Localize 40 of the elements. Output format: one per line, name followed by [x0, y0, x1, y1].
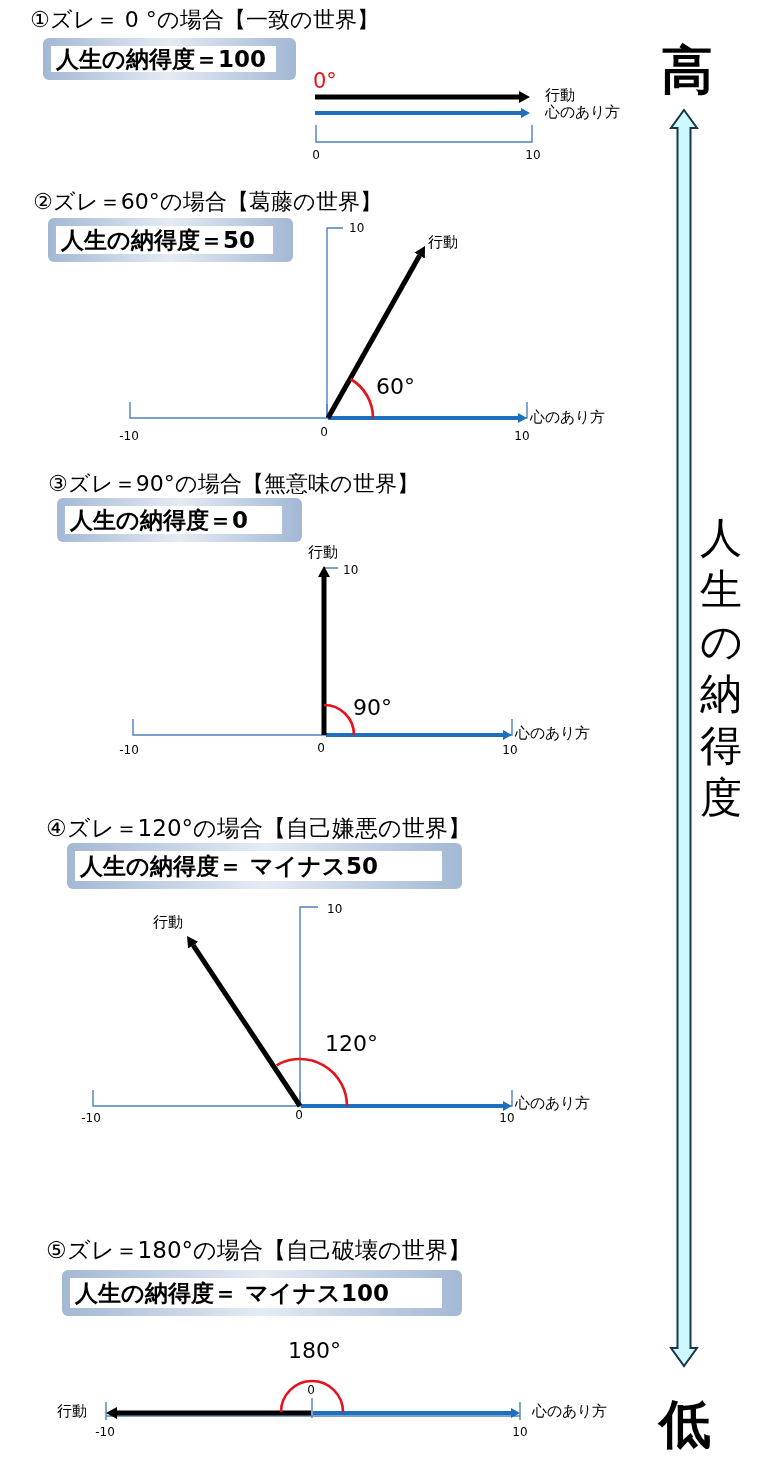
axis-tick-label: -10 [119, 744, 139, 756]
angle-label: 90° [353, 697, 392, 719]
scale-end-label: 高 [661, 44, 713, 96]
vector-label: 行動 [153, 915, 183, 930]
vector-label: 行動 [545, 88, 575, 103]
vector-label: 行動 [57, 1404, 87, 1419]
vector-label: 行動 [428, 235, 458, 250]
vector-label: 心のあり方 [515, 726, 590, 741]
angle-label: 120° [325, 1033, 378, 1055]
axis-tick-label: 10 [499, 1112, 515, 1124]
scale-end-label: 低 [659, 1398, 711, 1450]
vector-label: 心のあり方 [532, 1404, 607, 1419]
axis-tick-label: 10 [525, 149, 541, 161]
section-heading: ①ズレ＝ 0 °の場合【一致の世界】 [30, 6, 379, 34]
angle-label: 60° [376, 376, 415, 398]
axis-tick-label: 10 [327, 903, 343, 915]
axis-tick-label: 0 [317, 742, 325, 754]
axis-tick-label: 0 [320, 426, 328, 438]
edge-label: 人生の納得度 [700, 512, 742, 824]
double-arrow [669, 108, 699, 1368]
section-heading: ⑤ズレ＝180°の場合【自己破壊の世界】 [46, 1236, 472, 1265]
axis-tick-label: -10 [95, 1426, 115, 1438]
angle-label: 0° [313, 71, 337, 92]
axis-tick-label: -10 [119, 430, 139, 442]
vector-label: 心のあり方 [515, 1096, 590, 1111]
axis-tick-label: 10 [343, 564, 359, 576]
angle-label: 180° [288, 1340, 341, 1362]
axis-tick-label: 0 [312, 149, 320, 161]
vector-label: 心のあり方 [545, 105, 620, 120]
vector-label: 心のあり方 [530, 410, 605, 425]
axis-tick-label: 10 [349, 222, 365, 234]
axis-tick-label: 10 [514, 430, 530, 442]
axis-tick-label: 0 [295, 1109, 303, 1121]
axis-tick-label: 10 [502, 744, 518, 756]
axis-tick-label: 10 [512, 1426, 528, 1438]
axis-tick-label: -10 [81, 1112, 101, 1124]
section-heading: ③ズレ＝90°の場合【無意味の世界】 [48, 470, 419, 498]
section-heading: ②ズレ＝60°の場合【葛藤の世界】 [33, 188, 382, 216]
section-heading: ④ズレ＝120°の場合【自己嫌悪の世界】 [46, 814, 472, 843]
axis-tick-label: 0 [307, 1384, 315, 1396]
